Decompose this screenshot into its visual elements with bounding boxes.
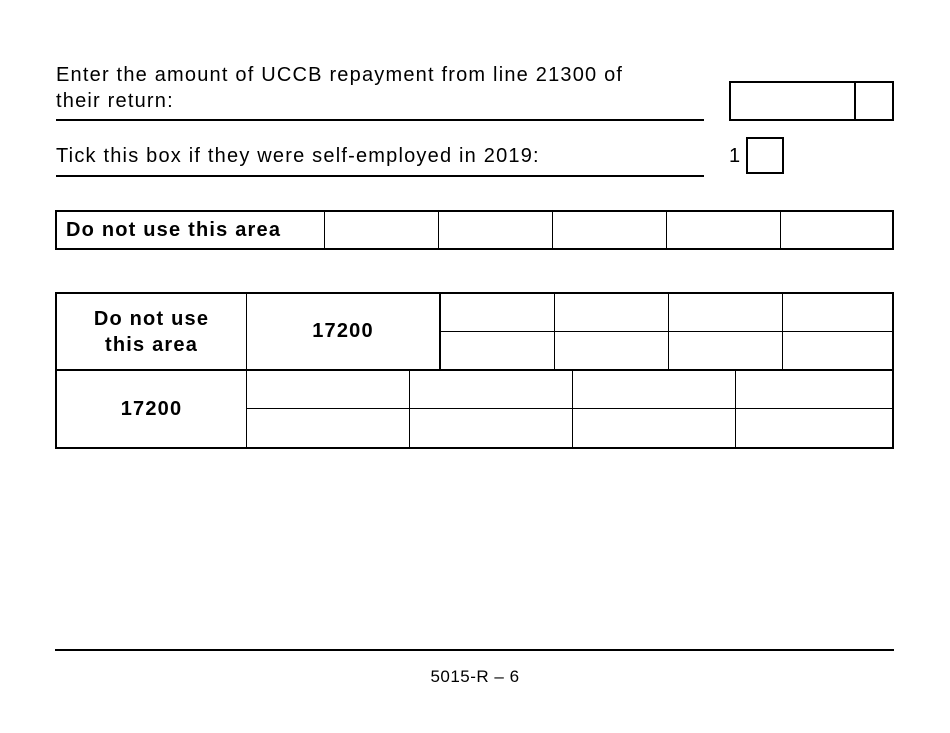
self-employed-underline <box>56 175 704 177</box>
self-employed-box-number: 1 <box>729 145 742 167</box>
office-use-cell <box>667 212 781 248</box>
grid-cell <box>441 332 555 369</box>
grid-cell <box>247 409 410 447</box>
office-use-cell <box>553 212 667 248</box>
office-use-header-label: Do not use this area <box>93 307 210 356</box>
uccb-amount-cents-field[interactable] <box>854 81 894 121</box>
office-use-cell <box>325 212 439 248</box>
grid-cell <box>573 371 736 409</box>
grid-cell <box>555 332 669 369</box>
office-use-area-1: Do not use this area <box>55 210 894 250</box>
grid-cell <box>669 332 783 369</box>
grid-cell <box>441 294 555 332</box>
grid-cell <box>555 294 669 332</box>
page-identifier: 5015-R – 6 <box>430 667 520 686</box>
grid-cell <box>410 409 573 447</box>
office-use-area-2: Do not use this area 17200 17200 <box>55 292 894 449</box>
grid-cell <box>783 332 892 369</box>
uccb-question-line2: their return: <box>56 90 174 112</box>
uccb-underline <box>56 119 704 121</box>
footer-rule <box>55 649 894 651</box>
office-use-header: Do not use this area <box>57 294 247 371</box>
code-17200-bottom: 17200 <box>57 371 247 447</box>
code-17200-top: 17200 <box>247 294 441 371</box>
office-use-cell <box>781 212 892 248</box>
grid-cell <box>410 371 573 409</box>
grid-cell <box>573 409 736 447</box>
self-employed-question: Tick this box if they were self-employed… <box>56 145 540 167</box>
grid-cell <box>736 371 892 409</box>
top-grid <box>441 294 892 371</box>
uccb-question-line1: Enter the amount of UCCB repayment from … <box>56 64 624 86</box>
grid-cell <box>736 409 892 447</box>
office-use-label: Do not use this area <box>57 212 325 248</box>
grid-cell <box>247 371 410 409</box>
office-use-cell <box>439 212 553 248</box>
bottom-grid <box>247 371 892 447</box>
self-employed-checkbox[interactable] <box>746 137 784 174</box>
uccb-amount-dollars-field[interactable] <box>729 81 856 121</box>
grid-cell <box>669 294 783 332</box>
grid-cell <box>783 294 892 332</box>
